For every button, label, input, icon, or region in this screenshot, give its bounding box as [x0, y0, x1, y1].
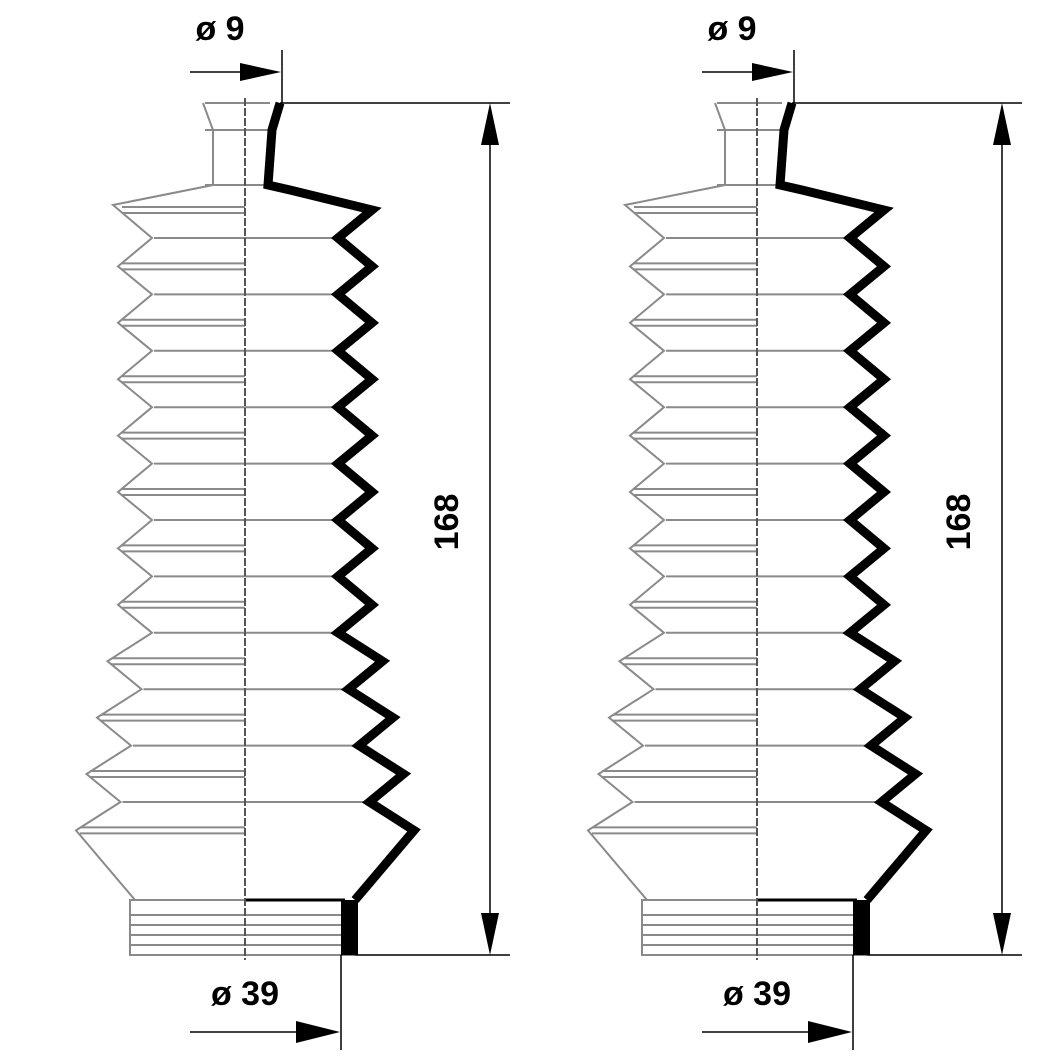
bellows-outline-left	[586, 102, 867, 956]
top-diameter-label: ø 9	[195, 10, 244, 48]
bellows-drawing-2: 168 ø 9 ø 39	[586, 10, 1022, 1050]
arrow-down-icon	[993, 913, 1011, 955]
bellows-outline-left	[74, 102, 355, 956]
arrow-up-icon	[481, 103, 499, 145]
arrow-up-icon	[993, 103, 1011, 145]
arrow-right-icon	[296, 1021, 340, 1043]
arrow-right-icon	[240, 63, 281, 81]
bellows-drawing-1: 168 ø 9 ø 39	[74, 10, 510, 1050]
collar-section	[341, 900, 358, 955]
bottom-diameter-label: ø 39	[211, 975, 279, 1013]
arrow-right-icon	[752, 63, 793, 81]
bellows-section-right	[775, 101, 933, 903]
bellows-section-right	[263, 101, 421, 903]
length-label: 168	[428, 494, 466, 551]
arrow-down-icon	[481, 913, 499, 955]
top-diameter-label: ø 9	[707, 10, 756, 48]
arrow-right-icon	[808, 1021, 852, 1043]
bottom-diameter-label: ø 39	[723, 975, 791, 1013]
collar-section	[853, 900, 870, 955]
length-label: 168	[940, 494, 978, 551]
